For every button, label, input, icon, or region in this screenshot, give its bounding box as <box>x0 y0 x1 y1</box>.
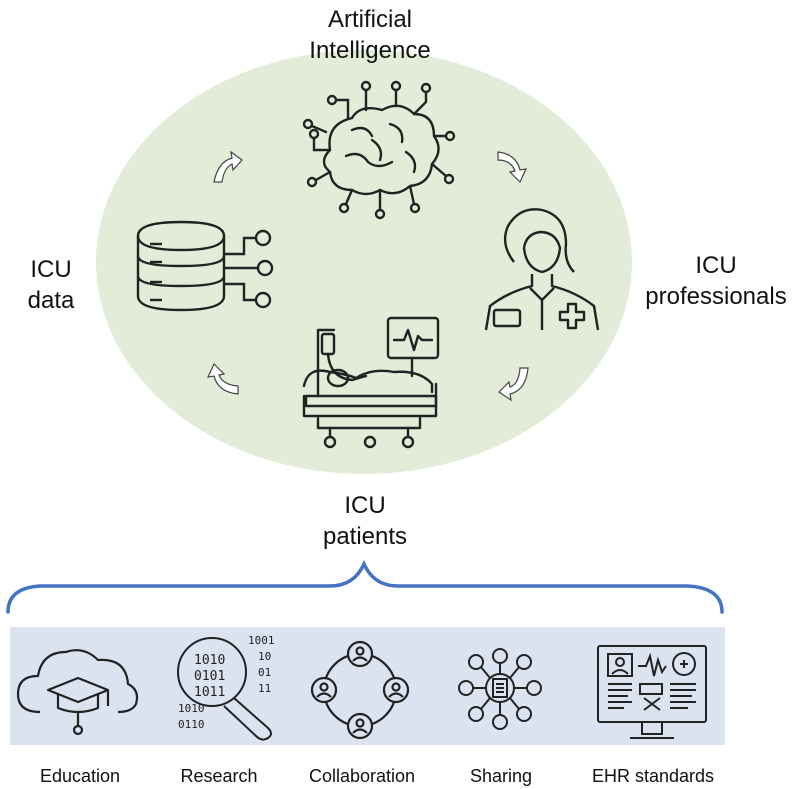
svg-text:0110: 0110 <box>178 718 205 731</box>
svg-text:11: 11 <box>258 682 271 695</box>
education-icon <box>16 649 139 736</box>
caption-education: Education <box>39 766 121 786</box>
brain-icon <box>302 80 456 220</box>
collaboration-icon <box>310 640 410 740</box>
curly-brace <box>6 559 724 614</box>
svg-text:10: 10 <box>258 650 271 663</box>
research-icon: 1010 0101 1011 1001 10 01 11 1010 0110 <box>177 634 275 741</box>
cycle-arrow-bottom-left <box>206 362 239 395</box>
caption-ehr-standards: EHR standards <box>591 766 715 786</box>
ehr-standards-icon <box>597 645 707 739</box>
database-icon <box>136 220 274 312</box>
patient-bed-icon <box>302 316 440 449</box>
nurse-icon <box>484 208 600 331</box>
svg-text:1001: 1001 <box>248 634 275 647</box>
svg-text:1011: 1011 <box>194 685 225 700</box>
cycle-arrow-bottom-right <box>498 367 529 402</box>
svg-text:1010: 1010 <box>194 653 225 668</box>
svg-text:0101: 0101 <box>194 669 225 684</box>
sharing-icon <box>458 648 542 730</box>
svg-text:1010: 1010 <box>178 702 205 715</box>
cycle-arrow-top-right <box>497 151 528 184</box>
cycle-arrow-top-left <box>213 150 243 183</box>
caption-research: Research <box>180 766 258 786</box>
svg-text:01: 01 <box>258 666 271 679</box>
caption-sharing: Sharing <box>469 766 533 786</box>
caption-collaboration: Collaboration <box>308 766 416 786</box>
